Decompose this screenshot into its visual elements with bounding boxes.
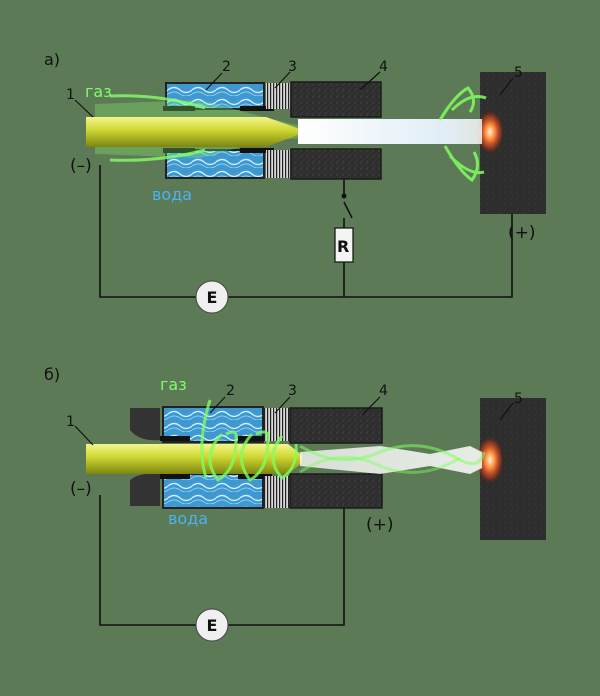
resistor-wire-a [343, 178, 353, 297]
gas-flow-bottom-a [109, 148, 206, 162]
part-1-label-b: 1 [66, 414, 75, 430]
plasma-swirl-a [438, 86, 487, 183]
part-2-label-b: 2 [226, 383, 235, 399]
plasma-arc-a [298, 119, 482, 144]
anode-label-b: (+) [366, 515, 394, 535]
power-source-a [195, 280, 229, 314]
part-4-label-b: 4 [379, 383, 388, 399]
insulator-bottom-b [264, 476, 289, 508]
panel-b: 1 2 3 4 5 б) газ вода (–) (+) E [44, 365, 546, 642]
resistor-label-a: R [337, 237, 349, 256]
water-label-b: вода [168, 509, 208, 528]
nozzle-bottom-a [290, 148, 382, 180]
electrode-b [86, 444, 288, 474]
electrode-a [86, 117, 266, 147]
source-label-b: E [207, 616, 218, 635]
insulator-top-a [266, 83, 290, 109]
gas-flow-top-a [109, 94, 206, 110]
insulator-left-top-b [130, 408, 160, 441]
resistor-a [334, 227, 354, 263]
circuit-wire-b [99, 495, 345, 626]
part-3-label-b: 3 [288, 383, 297, 399]
water-chamber-top-a [165, 82, 265, 110]
panel-label-b: б) [44, 365, 60, 384]
gas-vortex-b [200, 399, 298, 482]
circuit-wire-a [99, 165, 513, 298]
part-3-label-a: 3 [288, 59, 297, 75]
anode-label-a: (+) [508, 223, 536, 243]
panel-a: 1 2 3 4 5 а) газ вода (–) (+) R E [44, 50, 546, 314]
part-5-label-a: 5 [514, 65, 523, 81]
insulator-left-bottom-b [130, 473, 160, 506]
part-2-label-a: 2 [222, 59, 231, 75]
nozzle-top-b [289, 407, 383, 444]
part-5-label-b: 5 [514, 391, 523, 407]
part-1-label-a: 1 [66, 87, 75, 103]
water-label-a: вода [152, 185, 192, 204]
gas-label-a: газ [85, 82, 112, 101]
nozzle-top-a [290, 81, 382, 118]
source-label-a: E [207, 288, 218, 307]
nozzle-bottom-b [289, 473, 383, 509]
water-chamber-bottom-b [162, 473, 264, 509]
cathode-label-b: (–) [70, 479, 92, 499]
part-4-label-a: 4 [379, 59, 388, 75]
panel-label-a: а) [44, 50, 60, 69]
insulator-bottom-a [266, 150, 290, 178]
plasma-arc-b [300, 446, 482, 474]
cathode-label-a: (–) [70, 156, 92, 176]
power-source-b [195, 608, 229, 642]
gas-label-b: газ [160, 375, 187, 394]
